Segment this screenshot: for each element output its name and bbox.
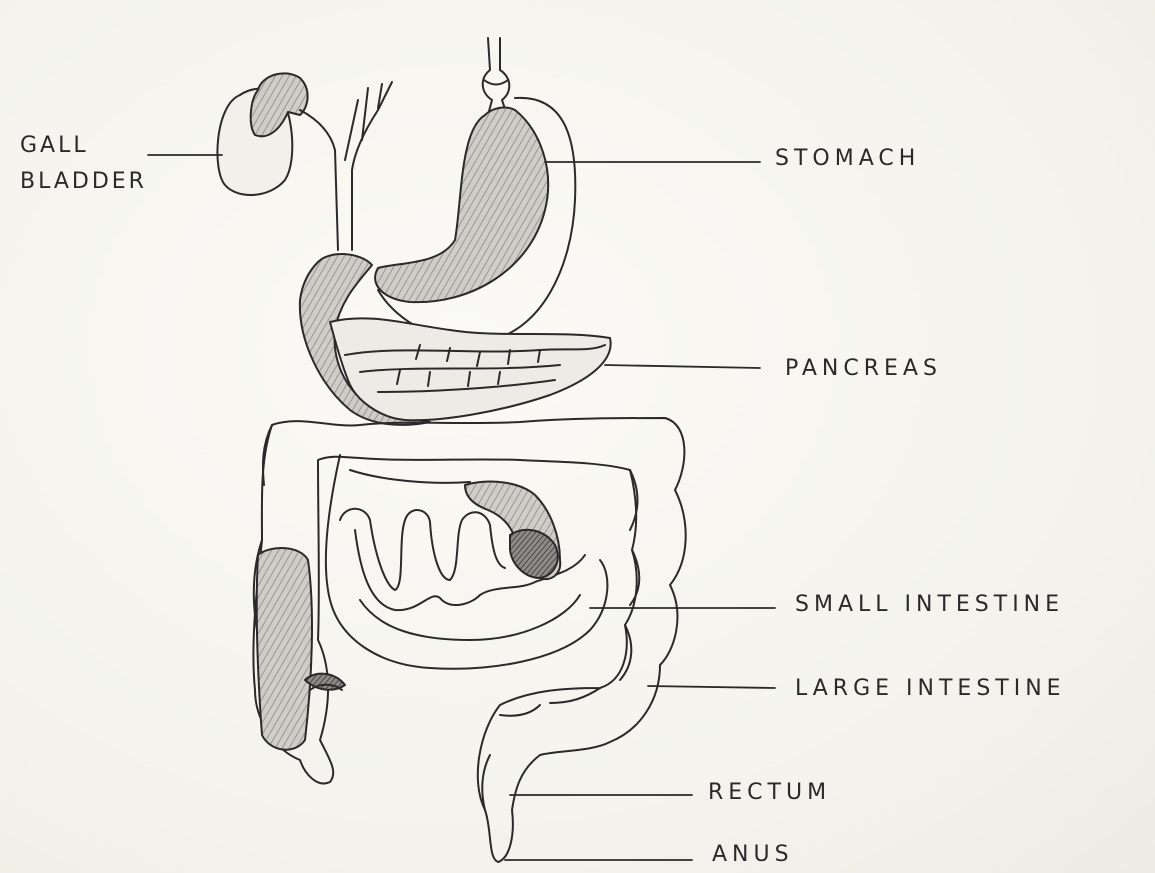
large-intestine-label: LARGE INTESTINE	[795, 676, 1066, 701]
gall-bladder-label: GALL BLADDER	[20, 128, 147, 200]
rectum-label: RECTUM	[708, 780, 831, 805]
pancreas-label: PANCREAS	[785, 356, 942, 381]
pancreas-leader	[605, 365, 760, 368]
bile-duct	[300, 82, 392, 250]
gall-bladder-label-line2: BLADDER	[20, 164, 147, 200]
small-intestine-label: SMALL INTESTINE	[795, 592, 1064, 617]
stomach-label: STOMACH	[775, 146, 920, 171]
gall-bladder-label-line1: GALL	[20, 128, 147, 164]
stomach-organ	[375, 98, 575, 342]
large-intestine-leader	[648, 686, 775, 688]
gall-bladder-organ	[217, 73, 307, 195]
small-intestine-organ	[326, 455, 608, 669]
pancreas-organ	[330, 318, 611, 420]
rectum-organ	[482, 755, 490, 810]
esophagus	[483, 38, 510, 118]
anus-label: ANUS	[712, 842, 794, 867]
